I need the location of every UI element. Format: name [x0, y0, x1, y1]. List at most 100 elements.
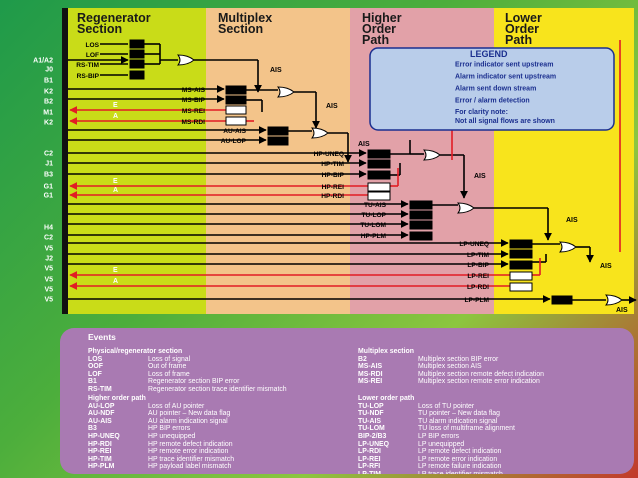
event-description: Regenerator section BIP error — [148, 378, 240, 386]
block-label: LP-REI — [467, 273, 489, 280]
block-label: TU-AIS — [364, 202, 387, 209]
lp-detector — [509, 260, 533, 270]
section-title-3: Higher — [362, 11, 402, 25]
block-label: LP-RDI — [467, 284, 489, 291]
event-description: Multiplex section remote defect indicati… — [418, 370, 545, 378]
ms-detector — [225, 116, 247, 126]
or-gate — [558, 241, 577, 253]
tu-detector — [409, 200, 433, 210]
hp-detector — [367, 149, 391, 159]
block-label: HP-PLM — [361, 233, 387, 240]
event-description: Out of frame — [148, 363, 187, 371]
event-code: B2 — [358, 355, 367, 363]
legend-note: Not all signal flows are shown — [455, 118, 555, 125]
event-code: HP-RDI — [88, 440, 112, 448]
event-code: BIP-2/B3 — [358, 432, 387, 440]
hp-detector — [367, 182, 391, 192]
ms-detector — [225, 85, 247, 95]
or-gate — [456, 202, 475, 214]
block-label: TU-LOP — [361, 212, 386, 219]
ms-detector — [225, 105, 247, 115]
event-code: MS-REI — [358, 378, 383, 386]
event-row: MS-REI Multiplex section remote error ind… — [358, 378, 624, 386]
hp-detector — [367, 170, 391, 180]
event-description: LP remote error indication — [418, 455, 498, 463]
section-title-1: Regenerator — [77, 11, 151, 25]
signal-label: G1 — [44, 193, 53, 200]
event-code: HP-PLM — [88, 463, 115, 471]
section-title-2: Section — [218, 22, 263, 36]
signal-label: V5 — [44, 287, 53, 294]
block-label: LP-UNEQ — [459, 241, 489, 248]
block-label: RS-BIP — [77, 73, 100, 80]
event-description: Loss of frame — [148, 370, 190, 378]
signal-label: G1 — [44, 184, 53, 191]
event-description: Multiplex section BIP error — [418, 355, 499, 363]
signal-label: V5 — [44, 297, 53, 304]
legend-title: LEGEND — [470, 49, 508, 59]
ais-label: AIS — [616, 307, 628, 314]
lp-detector — [509, 239, 533, 249]
block-label: LOF — [86, 52, 99, 59]
signal-label: J2 — [45, 256, 53, 263]
signal-label: J0 — [45, 67, 53, 74]
ais-label: AIS — [326, 103, 338, 110]
a-label: A — [113, 113, 118, 120]
block-label: HP-UNEQ — [314, 151, 344, 158]
signal-label: V5 — [44, 277, 53, 284]
event-code: TU-AIS — [358, 417, 381, 425]
block-label: AU-LOP — [221, 138, 247, 145]
regen-detector — [129, 49, 145, 59]
event-code: MS-RDI — [358, 370, 383, 378]
event-description: HP remote defect indication — [148, 440, 233, 448]
a-label: A — [113, 187, 118, 194]
event-code: LP-UNEQ — [358, 440, 390, 448]
section-band-2 — [206, 8, 350, 314]
block-label: MS-RDI — [182, 119, 206, 126]
signal-label: M1 — [43, 110, 53, 117]
legend-box — [369, 47, 615, 131]
event-code: LP-RFI — [358, 463, 381, 471]
e-label: E — [113, 178, 118, 185]
event-code: OOF — [88, 363, 103, 371]
legend-item: Alarm sent down stream — [455, 86, 536, 93]
section-title-3: Path — [362, 33, 389, 47]
section-title-1: Section — [77, 22, 122, 36]
regen-detector — [129, 59, 145, 69]
event-code: HP-REI — [88, 448, 112, 456]
block-label: TU-LOM — [360, 222, 386, 229]
section-title-4: Path — [505, 33, 532, 47]
a-label: A — [113, 278, 118, 285]
ais-label: AIS — [474, 173, 486, 180]
legend-item: Error / alarm detection — [455, 98, 530, 105]
ms-detector — [225, 95, 247, 105]
event-description: LP trace identifier mismatch — [418, 471, 624, 474]
event-code: TU-NDF — [358, 410, 384, 418]
event-row: HP-PLM HP payload label mismatch — [88, 463, 354, 471]
section-title-4: Order — [505, 22, 539, 36]
lp-detector — [509, 271, 533, 281]
event-description: Multiplex section remote error indicatio… — [418, 378, 540, 386]
event-description: HP payload label mismatch — [148, 463, 232, 471]
hp-detector — [367, 159, 391, 169]
event-row: B2 Multiplex section BIP error — [358, 356, 624, 364]
lp-detector — [551, 295, 573, 305]
